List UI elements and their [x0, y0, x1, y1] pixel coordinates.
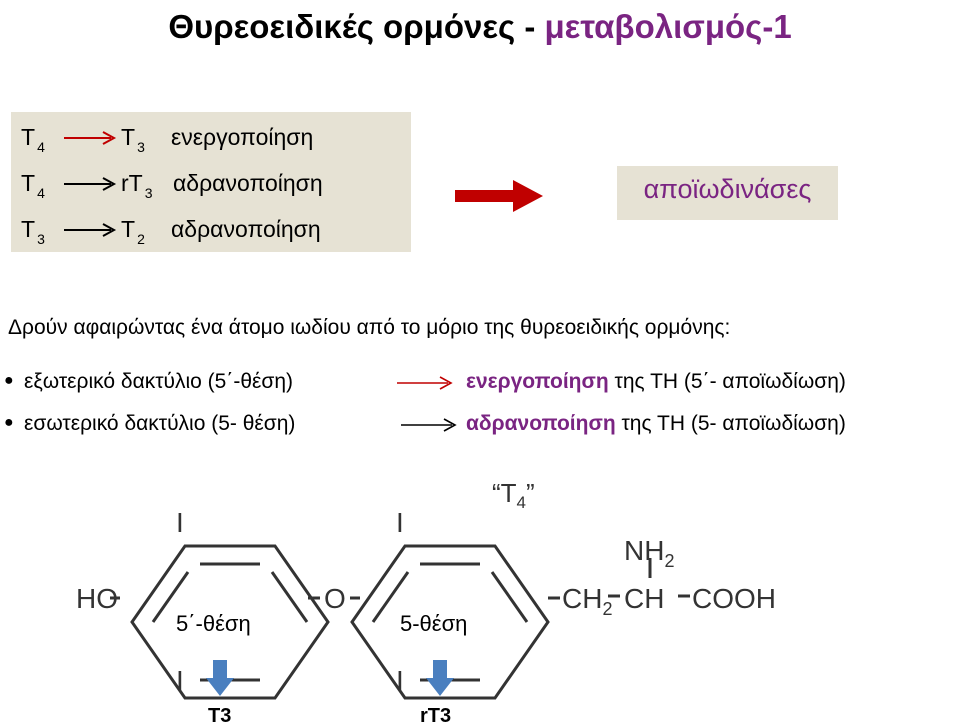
formula-name: “T4”: [492, 478, 535, 512]
t4-structural-formula: “T4” I I I I HO O: [76, 478, 776, 724]
bullet-icon: ●: [4, 414, 14, 431]
inner-product-label: rT3: [420, 705, 451, 724]
intro-text: Δρούν αφαιρώντας ένα άτομο ιωδίου από το…: [8, 316, 731, 339]
arrow-icon: [401, 418, 457, 432]
red-arrow-icon: [64, 131, 117, 145]
ether-oxygen: O: [324, 583, 346, 614]
iodine-label: I: [396, 665, 404, 696]
reaction-label: αδρανοποίηση: [171, 216, 321, 242]
enzyme-box: [617, 166, 838, 220]
bullet-effect: αδρανοποίηση της ΤΗ (5- αποϊωδίωση): [466, 412, 846, 435]
iodine-label: I: [396, 507, 404, 538]
ch-group: CH: [624, 583, 664, 614]
enzyme-label: αποϊωδινάσες: [643, 174, 812, 204]
ho-group: HO: [76, 583, 118, 614]
reaction-label: αδρανοποίηση: [173, 170, 323, 196]
down-arrow-icon: [426, 660, 454, 696]
reaction-label: ενεργοποίηση: [171, 124, 314, 150]
title-accent: μεταβολισμός-1: [544, 8, 792, 45]
down-arrow-icon: [206, 660, 234, 696]
arrow-icon: [64, 223, 117, 237]
bullet-site: εσωτερικό δακτύλιο (5- θέση): [24, 412, 296, 435]
nh2-group: NH2: [624, 535, 674, 571]
outer-position-label: 5΄-θέση: [176, 611, 251, 636]
page-title: Θυρεοειδικές ορμόνες - μεταβολισμός-1: [0, 8, 960, 46]
outer-product-label: T3: [208, 705, 231, 724]
arrow-icon: [64, 177, 117, 191]
bullet-effect: ενεργοποίηση της ΤΗ (5΄- αποϊωδίωση): [466, 370, 846, 393]
cooh-group: COOH: [692, 583, 776, 614]
inner-position-label: 5-θέση: [400, 611, 467, 636]
red-arrow-icon: [397, 376, 453, 390]
iodine-label: I: [176, 665, 184, 696]
bullet-icon: ●: [4, 372, 14, 389]
iodine-label: I: [176, 507, 184, 538]
ch2-group: CH2: [562, 583, 612, 619]
big-red-arrow-icon: [455, 180, 543, 212]
bullet-site: εξωτερικό δακτύλιο (5΄-θέση): [24, 370, 294, 393]
title-main: Θυρεοειδικές ορμόνες -: [168, 8, 545, 45]
